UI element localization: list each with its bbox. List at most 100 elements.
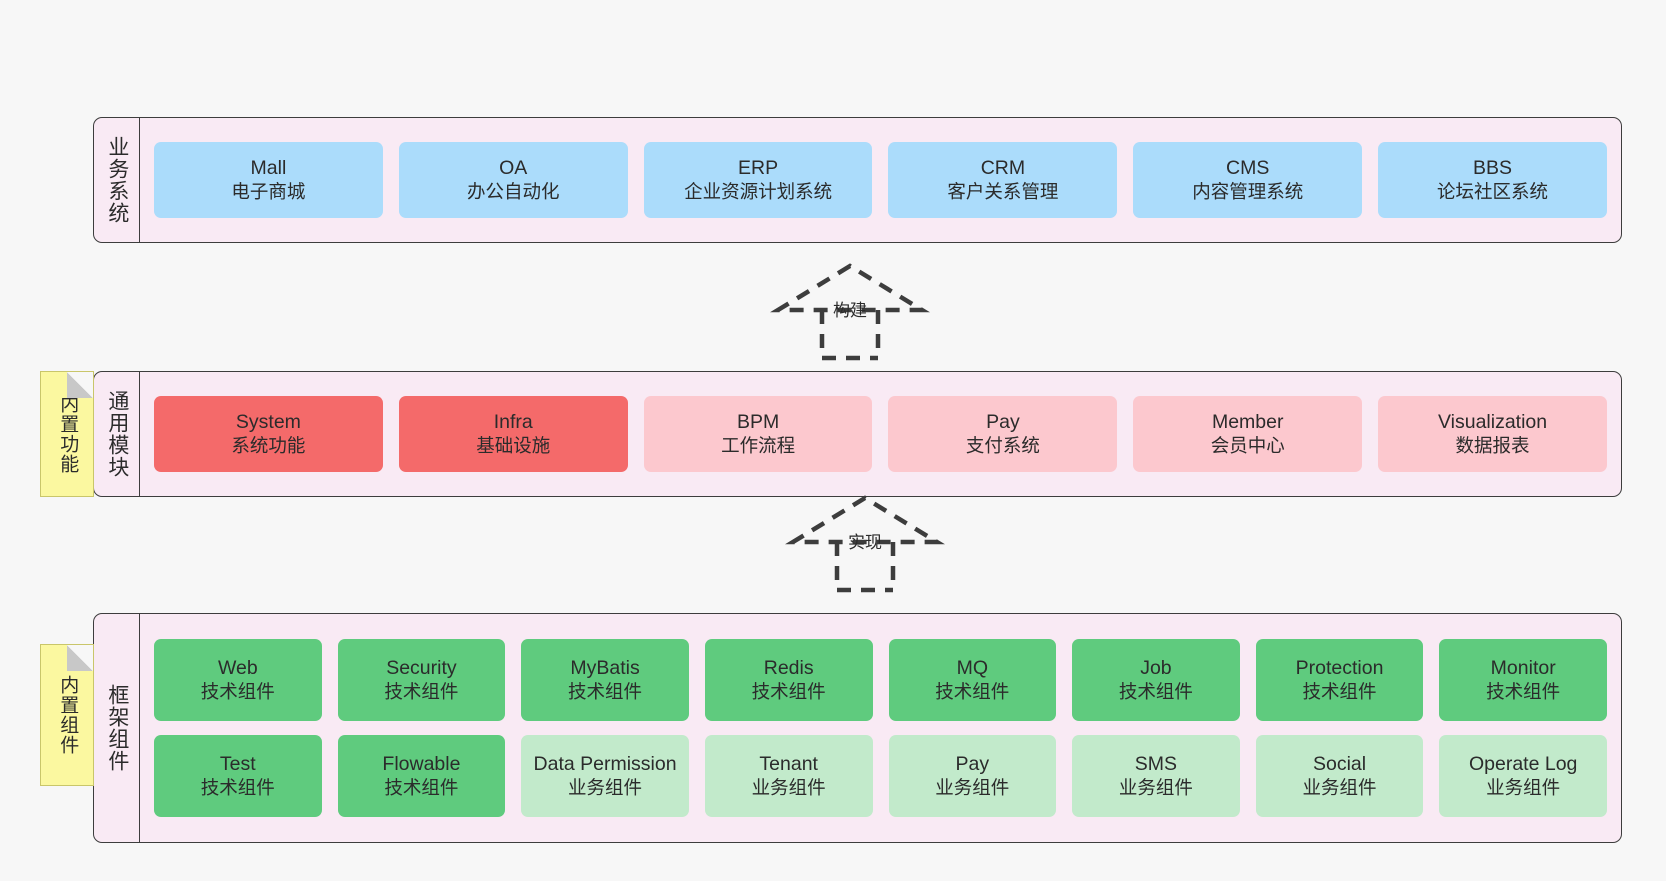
component-card-title: OA [499, 157, 528, 180]
component-card-title: Mall [250, 157, 287, 180]
component-card-title: BPM [736, 411, 780, 434]
component-card-title: MyBatis [570, 657, 640, 680]
component-card-title: Security [386, 657, 457, 680]
component-card-title: Member [1211, 411, 1284, 434]
component-card-title: Social [1313, 753, 1367, 776]
component-card-title: SMS [1134, 753, 1178, 776]
component-card-subtitle: 业务组件 [1118, 776, 1193, 798]
component-card-subtitle: 技术组件 [1486, 680, 1561, 702]
component-card-subtitle: 企业资源计划系统 [684, 180, 833, 202]
arrow-implement-stem [834, 542, 896, 593]
component-card-subtitle: 电子商城 [231, 180, 306, 202]
component-card-subtitle: 会员中心 [1210, 434, 1285, 456]
component-card-title: Visualization [1437, 411, 1548, 434]
component-card-title: CMS [1226, 157, 1270, 180]
component-card-subtitle: 技术组件 [384, 776, 459, 798]
component-card-title: Protection [1295, 657, 1384, 680]
component-card-subtitle: 工作流程 [721, 434, 796, 456]
component-card-subtitle: 技术组件 [200, 680, 275, 702]
component-card-subtitle: 技术组件 [200, 776, 275, 798]
component-card-title: Operate Log [1468, 753, 1578, 776]
arrow-build-label: 构建 [833, 301, 867, 320]
component-card-title: Tenant [759, 753, 818, 776]
component-card-subtitle: 技术组件 [1302, 680, 1377, 702]
note-builtin-features-label: 内置功能 [57, 394, 79, 474]
component-card-subtitle: 技术组件 [568, 680, 643, 702]
arrow-build-stem [819, 310, 881, 361]
component-card-title: Web [217, 657, 258, 680]
arrow-implement: 实现 [775, 490, 955, 593]
component-card-subtitle: 内容管理系统 [1192, 180, 1304, 202]
component-card-subtitle: 客户关系管理 [947, 180, 1059, 202]
arrow-build-head [770, 263, 930, 313]
component-card-subtitle: 系统功能 [231, 434, 306, 456]
component-card-title: System [235, 411, 301, 434]
component-card-title: Monitor [1490, 657, 1556, 680]
component-card-subtitle: 支付系统 [965, 434, 1040, 456]
note-builtin-components: 内置组件 [40, 644, 94, 786]
component-card-title: Redis [763, 657, 814, 680]
component-card-title: Data Permission [533, 753, 677, 776]
component-card-title: CRM [980, 157, 1026, 180]
layer-framework-title: 框架组件 [94, 614, 140, 842]
component-card-subtitle: 业务组件 [751, 776, 826, 798]
component-card-subtitle: 论坛社区系统 [1437, 180, 1549, 202]
arrow-implement-head [785, 495, 945, 545]
component-card-subtitle: 办公自动化 [466, 180, 560, 202]
note-builtin-features: 内置功能 [40, 371, 94, 497]
component-card-subtitle: 基础设施 [476, 434, 551, 456]
component-card-title: Flowable [382, 753, 461, 776]
component-card-title: Pay [955, 753, 990, 776]
component-card-title: MQ [956, 657, 989, 680]
component-card-subtitle: 业务组件 [935, 776, 1010, 798]
component-card-subtitle: 技术组件 [935, 680, 1010, 702]
component-card-subtitle: 技术组件 [384, 680, 459, 702]
component-card-title: Job [1140, 657, 1172, 680]
note-builtin-components-label: 内置组件 [57, 675, 79, 755]
component-card-title: BBS [1473, 157, 1513, 180]
component-card-subtitle: 技术组件 [1118, 680, 1193, 702]
component-card-title: Test [219, 753, 256, 776]
layer-business-title: 业务系统 [94, 118, 140, 242]
component-card-title: Infra [493, 411, 533, 434]
component-card-subtitle: 数据报表 [1455, 434, 1530, 456]
